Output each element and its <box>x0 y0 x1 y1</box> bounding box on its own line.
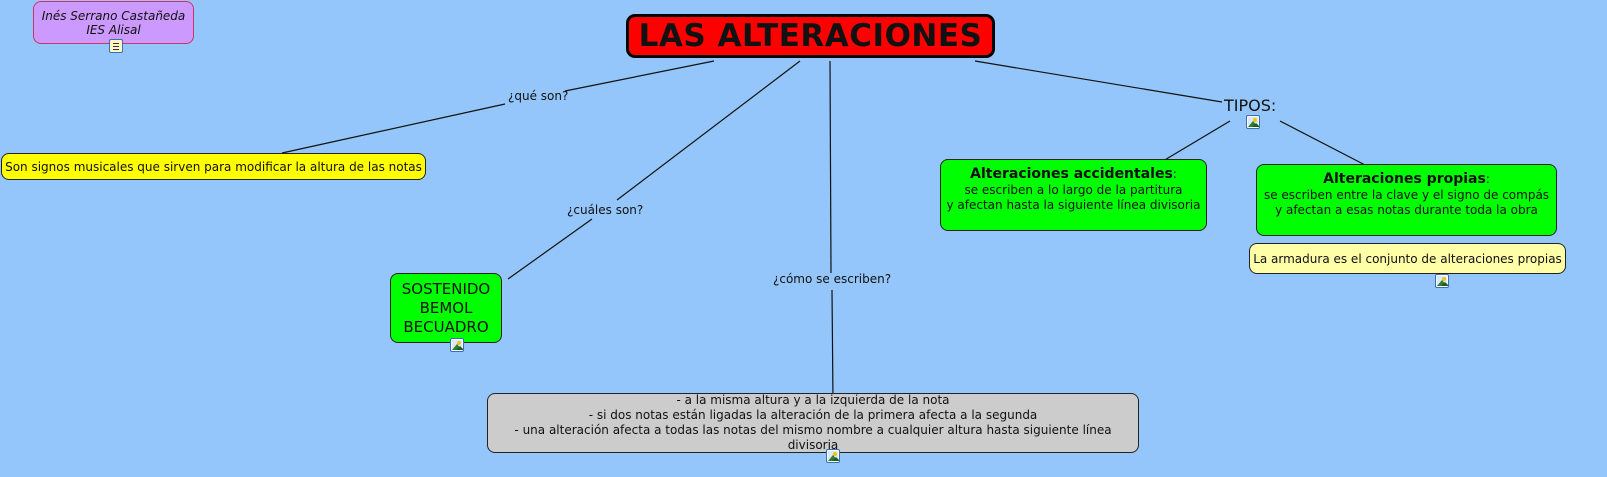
item-becuadro: BECUADRO <box>403 317 489 336</box>
accidentales-colon: : <box>1172 167 1177 181</box>
accidentales-line-1: se escriben a lo largo de la partitura <box>964 183 1183 197</box>
document-icon[interactable] <box>109 39 123 53</box>
linking-phrase-como-se-escriben: ¿cómo se escriben? <box>773 272 892 286</box>
linking-phrase-tipos: TIPOS: <box>1224 96 1277 115</box>
image-icon[interactable] <box>450 338 464 352</box>
image-icon[interactable] <box>1246 115 1260 129</box>
concept-escritura[interactable]: - a la misma altura y a la izquierda de … <box>487 393 1139 453</box>
linking-phrase-cuales-son: ¿cuáles son? <box>567 203 644 217</box>
item-bemol: BEMOL <box>419 298 473 317</box>
concept-armadura[interactable]: La armadura es el conjunto de alteracion… <box>1249 243 1566 274</box>
concept-alteraciones-propias[interactable]: Alteraciones propias: se escriben entre … <box>1256 164 1557 236</box>
propias-line-2: y afectan a esas notas durante toda la o… <box>1275 203 1538 217</box>
concept-definicion[interactable]: Son signos musicales que sirven para mod… <box>1 153 426 180</box>
escritura-line-2: - si dos notas están ligadas la alteraci… <box>588 408 1038 422</box>
escritura-line-3: - una alteración afecta a todas las nota… <box>514 423 1112 452</box>
definicion-text: Son signos musicales que sirven para mod… <box>5 159 422 174</box>
item-sostenido: SOSTENIDO <box>401 279 491 298</box>
concept-tipos-lista[interactable]: SOSTENIDO BEMOL BECUADRO <box>390 273 502 343</box>
accidentales-title: Alteraciones accidentales <box>970 166 1173 182</box>
main-concept-title[interactable]: LAS ALTERACIONES <box>626 14 995 58</box>
propias-colon: : <box>1485 172 1490 186</box>
author-school: IES Alisal <box>86 22 141 37</box>
propias-line-1: se escriben entre la clave y el signo de… <box>1263 188 1550 202</box>
image-icon[interactable] <box>826 449 840 463</box>
escritura-line-1: - a la misma altura y a la izquierda de … <box>676 393 950 407</box>
linking-phrase-que-son: ¿qué son? <box>508 89 569 103</box>
author-node[interactable]: Inés Serrano Castañeda IES Alisal <box>33 1 194 44</box>
concept-alteraciones-accidentales[interactable]: Alteraciones accidentales: se escriben a… <box>940 159 1207 231</box>
author-name: Inés Serrano Castañeda <box>41 8 186 23</box>
armadura-text: La armadura es el conjunto de alteracion… <box>1253 251 1562 266</box>
accidentales-line-2: y afectan hasta la siguiente línea divis… <box>946 198 1201 212</box>
title-text: LAS ALTERACIONES <box>638 18 983 54</box>
image-icon[interactable] <box>1435 274 1449 288</box>
propias-title: Alteraciones propias <box>1323 171 1486 187</box>
